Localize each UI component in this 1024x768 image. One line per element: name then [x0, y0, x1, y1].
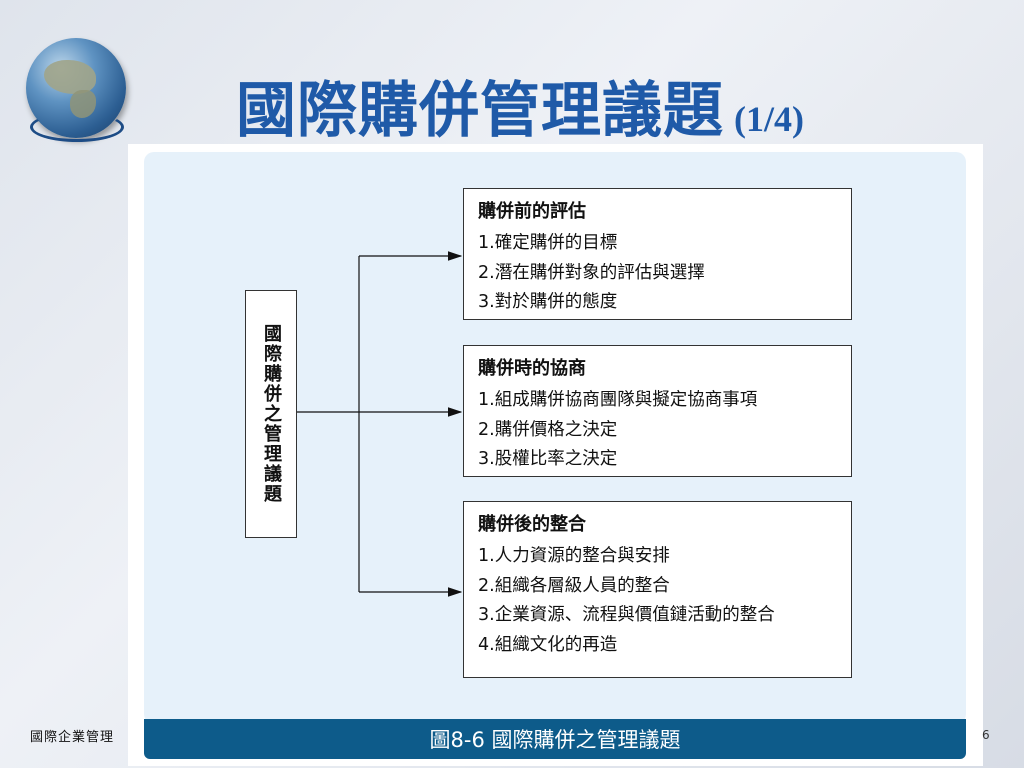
box-item: 2.組織各層級人員的整合 [478, 575, 670, 596]
footer-course-name: 國際企業管理 [30, 730, 115, 745]
footer-page-number: 6 [982, 728, 990, 742]
box-item: 4.組織文化的再造 [478, 634, 618, 655]
box-item: 2.購併價格之決定 [478, 419, 618, 440]
box-item: 1.組成購併協商團隊與擬定協商事項 [478, 390, 758, 410]
box-heading: 購併前的評估 [478, 201, 586, 222]
figure-caption-text: 圖8-6 國際購併之管理議題 [429, 728, 681, 752]
slide-title-text: 國際購併管理議題 [236, 76, 724, 146]
slide-page-label: (1/4) [734, 99, 804, 139]
figure-caption: 圖8-6 國際購併之管理議題 [144, 719, 966, 759]
root-node-label: 國際購併之管理議題 [261, 324, 282, 504]
box-item: 1.人力資源的整合與安排 [478, 546, 670, 566]
slide-title: 國際購併管理議題 (1/4) [236, 62, 804, 146]
globe-ring-decoration [30, 112, 124, 142]
box-item: 3.對於購併的態度 [478, 292, 618, 312]
box-item: 3.企業資源、流程與價值鏈活動的整合 [478, 605, 775, 625]
box-heading: 購併時的協商 [478, 358, 586, 379]
box-integration: 購併後的整合 1.人力資源的整合與安排 2.組織各層級人員的整合 3.企業資源、… [463, 501, 852, 678]
root-node: 國際購併之管理議題 [245, 290, 297, 538]
box-item: 2.潛在購併對象的評估與選擇 [478, 262, 705, 283]
box-heading: 購併後的整合 [478, 514, 586, 535]
box-negotiation: 購併時的協商 1.組成購併協商團隊與擬定協商事項 2.購併價格之決定 3.股權比… [463, 345, 852, 477]
box-pre-acquisition: 購併前的評估 1.確定購併的目標 2.潛在購併對象的評估與選擇 3.對於購併的態… [463, 188, 852, 320]
box-item: 1.確定購併的目標 [478, 233, 618, 253]
box-item: 3.股權比率之決定 [478, 449, 618, 469]
